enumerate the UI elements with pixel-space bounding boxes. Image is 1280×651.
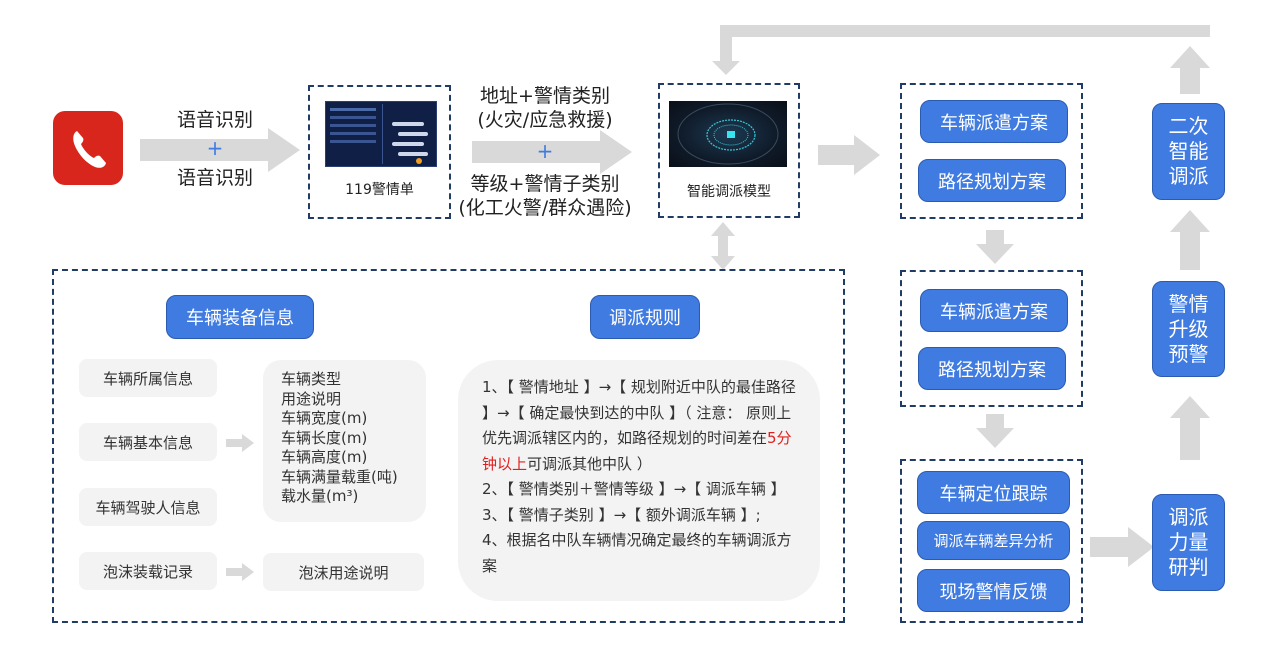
alert-upgrade-line2: 升级 bbox=[1168, 316, 1209, 341]
arrow-voice bbox=[140, 128, 300, 172]
classification-line4: (化工火警/群众遇险) bbox=[458, 197, 632, 219]
vehicle-info-title: 车辆装备信息 bbox=[166, 295, 314, 339]
vehicle-source-driver: 车辆驾驶人信息 bbox=[79, 488, 217, 526]
rule-1-text: 1、【 警情地址 】→【 规划附近中队的最佳路径 】→【 确定最快到达的中队 】… bbox=[482, 378, 796, 447]
arrow-basic-to-attributes bbox=[226, 434, 254, 452]
plan-group-1: 车辆派遣方案 路径规划方案 bbox=[900, 83, 1083, 219]
classification-line1: 地址+警情类别 bbox=[480, 85, 610, 107]
arrow-foam-to-usage bbox=[226, 563, 254, 581]
secondary-dispatch-line2: 智能 bbox=[1168, 139, 1209, 163]
vehicle-dispatch-plan-button-2[interactable]: 车辆派遣方案 bbox=[920, 289, 1068, 332]
dispatch-model-caption: 智能调派模型 bbox=[687, 184, 771, 200]
secondary-dispatch-line3: 调派 bbox=[1168, 164, 1209, 188]
vehicle-dispatch-plan-button[interactable]: 车辆派遣方案 bbox=[920, 100, 1068, 143]
info-rules-panel: 车辆装备信息 车辆所属信息 车辆基本信息 车辆驾驶人信息 泡沫装载记录 车辆类型… bbox=[52, 269, 845, 623]
alert-form-panel: 119警情单 bbox=[308, 85, 451, 219]
arrow-up-2 bbox=[1170, 210, 1210, 270]
rule-1: 1、【 警情地址 】→【 规划附近中队的最佳路径 】→【 确定最快到达的中队 】… bbox=[482, 375, 798, 477]
vehicle-source-ownership: 车辆所属信息 bbox=[79, 359, 217, 397]
classification-plus: + bbox=[536, 139, 554, 163]
vehicle-attributes-box: 车辆类型 用途说明 车辆宽度(m) 车辆长度(m) 车辆高度(m) 车辆满量载重… bbox=[263, 360, 426, 522]
arrow-down-1 bbox=[976, 230, 1014, 264]
tracking-group: 车辆定位跟踪 调派车辆差异分析 现场警情反馈 bbox=[900, 459, 1083, 623]
voice-label-bottom: 语音识别 bbox=[176, 167, 253, 189]
arrow-model-to-plans bbox=[818, 135, 880, 175]
rule-1-tail: 可调派其他中队 ） bbox=[527, 454, 652, 473]
arrow-to-assessment bbox=[1090, 527, 1154, 567]
arrow-feedback-loop bbox=[712, 25, 1210, 75]
voice-label-top: 语音识别 bbox=[176, 109, 253, 131]
plan-group-2: 车辆派遣方案 路径规划方案 bbox=[900, 270, 1083, 407]
rule-1-highlight: 5分钟以上 bbox=[482, 429, 792, 473]
arrow-classification bbox=[472, 130, 632, 174]
voice-plus: + bbox=[206, 136, 224, 160]
secondary-dispatch-button[interactable]: 二次 智能 调派 bbox=[1152, 103, 1225, 200]
alert-upgrade-line1: 警情 bbox=[1168, 291, 1209, 316]
dispatch-rules-title: 调派规则 bbox=[590, 295, 700, 339]
rule-4: 4、根据名中队车辆情况确定最终的车辆调派方案 bbox=[482, 531, 792, 575]
attr-usage: 用途说明 bbox=[281, 389, 342, 408]
rule-3: 3、【 警情子类别 】→【 额外调派车辆 】; bbox=[482, 505, 761, 524]
vehicle-source-basic: 车辆基本信息 bbox=[79, 423, 217, 461]
dispatch-model-panel: 智能调派模型 bbox=[658, 83, 800, 218]
force-assessment-line3: 研判 bbox=[1168, 555, 1209, 579]
foam-usage-box: 泡沫用途说明 bbox=[263, 553, 424, 591]
classification-line3: 等级+警情子类别 bbox=[470, 173, 620, 195]
route-planning-plan-button-2[interactable]: 路径规划方案 bbox=[918, 347, 1066, 390]
force-assessment-button[interactable]: 调派 力量 研判 bbox=[1152, 494, 1225, 591]
classification-line2: (火灾/应急救援) bbox=[477, 109, 613, 131]
rule-2: 2、【 警情类别＋警情等级 】→【 调派车辆 】 bbox=[482, 480, 786, 498]
arrow-up-3 bbox=[1170, 396, 1210, 460]
arrow-down-2 bbox=[976, 414, 1014, 448]
attr-height: 车辆高度(m) bbox=[281, 448, 368, 466]
attr-length: 车辆长度(m) bbox=[281, 428, 368, 447]
phone-icon bbox=[53, 111, 123, 185]
brain-network-image bbox=[669, 101, 787, 167]
vehicle-tracking-button[interactable]: 车辆定位跟踪 bbox=[917, 471, 1070, 514]
alert-upgrade-line3: 预警 bbox=[1168, 341, 1209, 366]
arrow-bidirectional bbox=[711, 222, 735, 270]
arrow-up-1 bbox=[1170, 46, 1210, 94]
attr-vehicle-type: 车辆类型 bbox=[281, 370, 342, 388]
form-screenshot bbox=[325, 101, 437, 167]
force-assessment-line1: 调派 bbox=[1168, 505, 1209, 529]
secondary-dispatch-line1: 二次 bbox=[1168, 114, 1209, 138]
dispatch-variance-analysis-button[interactable]: 调派车辆差异分析 bbox=[917, 521, 1070, 560]
attr-width: 车辆宽度(m) bbox=[281, 409, 368, 427]
dispatch-rules-box: 1、【 警情地址 】→【 规划附近中队的最佳路径 】→【 确定最快到达的中队 】… bbox=[458, 360, 820, 601]
force-assessment-line2: 力量 bbox=[1168, 530, 1209, 554]
attr-water: 载水量(m³) bbox=[281, 487, 359, 505]
alert-upgrade-button[interactable]: 警情 升级 预警 bbox=[1152, 281, 1225, 377]
vehicle-source-foam: 泡沫装载记录 bbox=[79, 552, 217, 590]
scene-feedback-button[interactable]: 现场警情反馈 bbox=[917, 569, 1070, 612]
alert-form-caption: 119警情单 bbox=[345, 182, 414, 198]
attr-load: 车辆满量载重(吨) bbox=[281, 467, 398, 486]
route-planning-plan-button[interactable]: 路径规划方案 bbox=[918, 159, 1066, 202]
